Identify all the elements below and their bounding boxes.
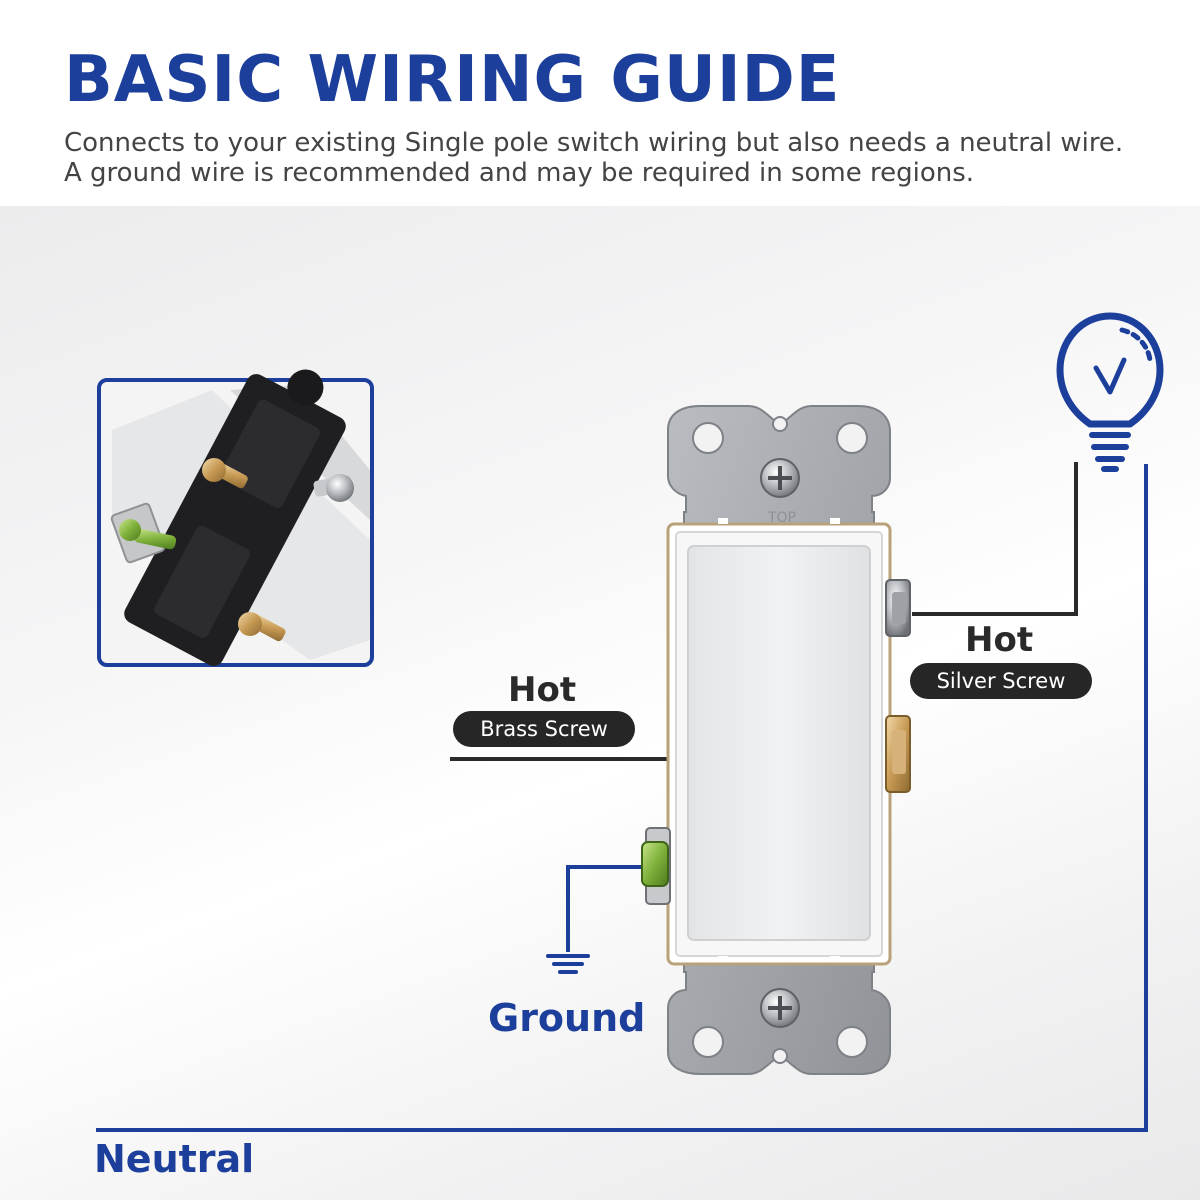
- hot-brass-label: Hot: [508, 670, 577, 710]
- inset-photo: [97, 369, 374, 667]
- switch-top-mark: TOP: [767, 510, 796, 526]
- inset-brass-screw-top: [202, 458, 248, 489]
- bottom-mounting-screw: [760, 988, 800, 1028]
- top-mounting-screw: [760, 458, 800, 498]
- ground-label: Ground: [488, 996, 646, 1040]
- green-ground-screw: [641, 827, 671, 905]
- subtitle-line-1: Connects to your existing Single pole sw…: [64, 128, 1124, 158]
- hot-silver-wire: [912, 462, 1078, 616]
- ground-wire: [566, 865, 648, 952]
- subtitle-line-2: A ground wire is recommended and may be …: [64, 158, 975, 188]
- page-subtitle: Connects to your existing Single pole sw…: [64, 128, 1184, 188]
- page-title: BASIC WIRING GUIDE: [64, 43, 841, 117]
- diagram-stage: [0, 206, 1200, 1200]
- hot-silver-label: Hot: [965, 620, 1034, 660]
- ground-symbol-icon: [546, 954, 590, 974]
- brass-terminal-screw: [885, 715, 911, 793]
- switch-body: TOP: [666, 510, 892, 966]
- silver-screw-badge: Silver Screw: [910, 663, 1092, 699]
- rocker-paddle: [687, 545, 871, 941]
- light-bulb-icon: [1056, 312, 1164, 472]
- header: BASIC WIRING GUIDE Connects to your exis…: [0, 0, 1200, 206]
- neutral-wire: [96, 464, 1148, 1132]
- silver-terminal-screw: [885, 579, 911, 637]
- neutral-label: Neutral: [94, 1137, 255, 1181]
- inset-silver-screw: [313, 474, 354, 502]
- inset-green-screw: [110, 502, 177, 564]
- brass-screw-badge: Brass Screw: [453, 711, 635, 747]
- inset-brass-screw-bottom: [238, 612, 286, 642]
